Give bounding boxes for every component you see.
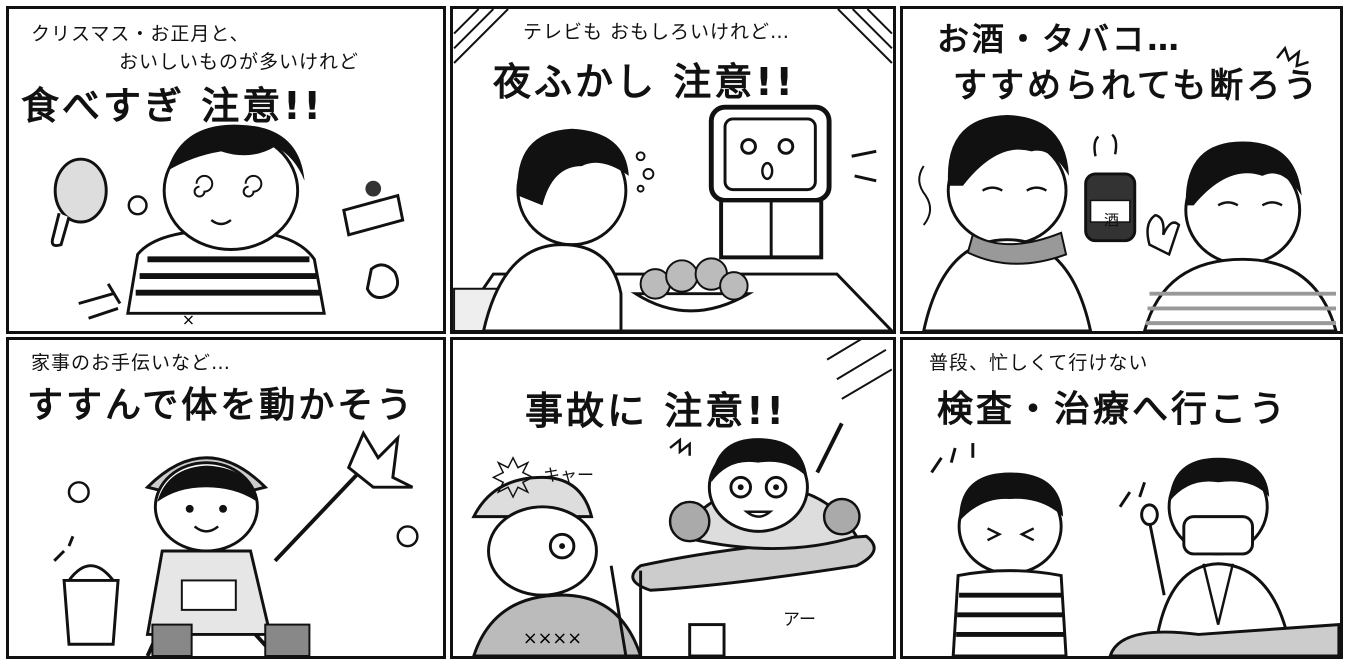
panel-staying-up-late: テレビも おもしろいけれど… 夜ふかし 注意!! [450, 6, 896, 334]
sfx-scream-2: アー [783, 610, 816, 630]
panel-overeating: × クリスマス・お正月と、 おいしいものが多いけれど 食べすぎ 注意!! [6, 6, 446, 334]
caption-line-1: 家事のお手伝いなど… [31, 352, 232, 374]
illustration-tv-watcher [453, 9, 893, 331]
tv-icon [708, 104, 832, 260]
cake-icon [342, 180, 405, 237]
dental-mirror-icon [1140, 503, 1166, 596]
panel-medical-checkup: 普段、忙しくて行けない 検査・治療へ行こう [900, 337, 1343, 659]
caption-line-2: おいしいものが多いけれど [119, 51, 360, 73]
headline: すすめられても断ろう [953, 66, 1321, 106]
caption-line-1: テレビも おもしろいけれど… [523, 21, 791, 43]
headline: 食べすぎ 注意!! [21, 84, 324, 128]
caption-line-1: クリスマス・お正月と、 [31, 23, 250, 45]
panel-household-chores: 家事のお手伝いなど… すすんで体を動かそう [6, 337, 446, 659]
can-label: 酒 [1104, 211, 1120, 229]
caption-line-1: お酒・タバコ… [937, 20, 1183, 58]
headline: 事故に 注意!! [525, 389, 787, 433]
illustration-girl-cleaning [53, 430, 419, 656]
panel-accident-caution: ×××× 事故に 注意!! キャー アー [450, 337, 896, 659]
headline: すすんで体を動かそう [27, 385, 416, 426]
illustration-refusing-drink [918, 45, 1338, 331]
illustration-doctor-visit [930, 443, 1340, 656]
drumstick-icon [50, 157, 108, 248]
headline: 夜ふかし 注意!! [493, 60, 796, 104]
illustration-skiers: ×××× [471, 340, 893, 656]
svg-text:×: × [182, 310, 195, 329]
headline: 検査・治療へ行こう [937, 389, 1289, 430]
panel-refuse-alcohol-tobacco: お酒・タバコ… すすめられても断ろう 酒 [900, 6, 1343, 334]
bucket-icon [62, 564, 120, 646]
duster-icon [273, 430, 414, 563]
svg-text:××××: ×××× [523, 629, 582, 649]
sfx-scream-1: キャー [543, 466, 594, 486]
caption-line-1: 普段、忙しくて行けない [929, 352, 1149, 374]
illustration-overeating-boy: × [50, 124, 405, 329]
fruit-bowl-icon [630, 257, 755, 313]
can-icon [1084, 172, 1137, 243]
